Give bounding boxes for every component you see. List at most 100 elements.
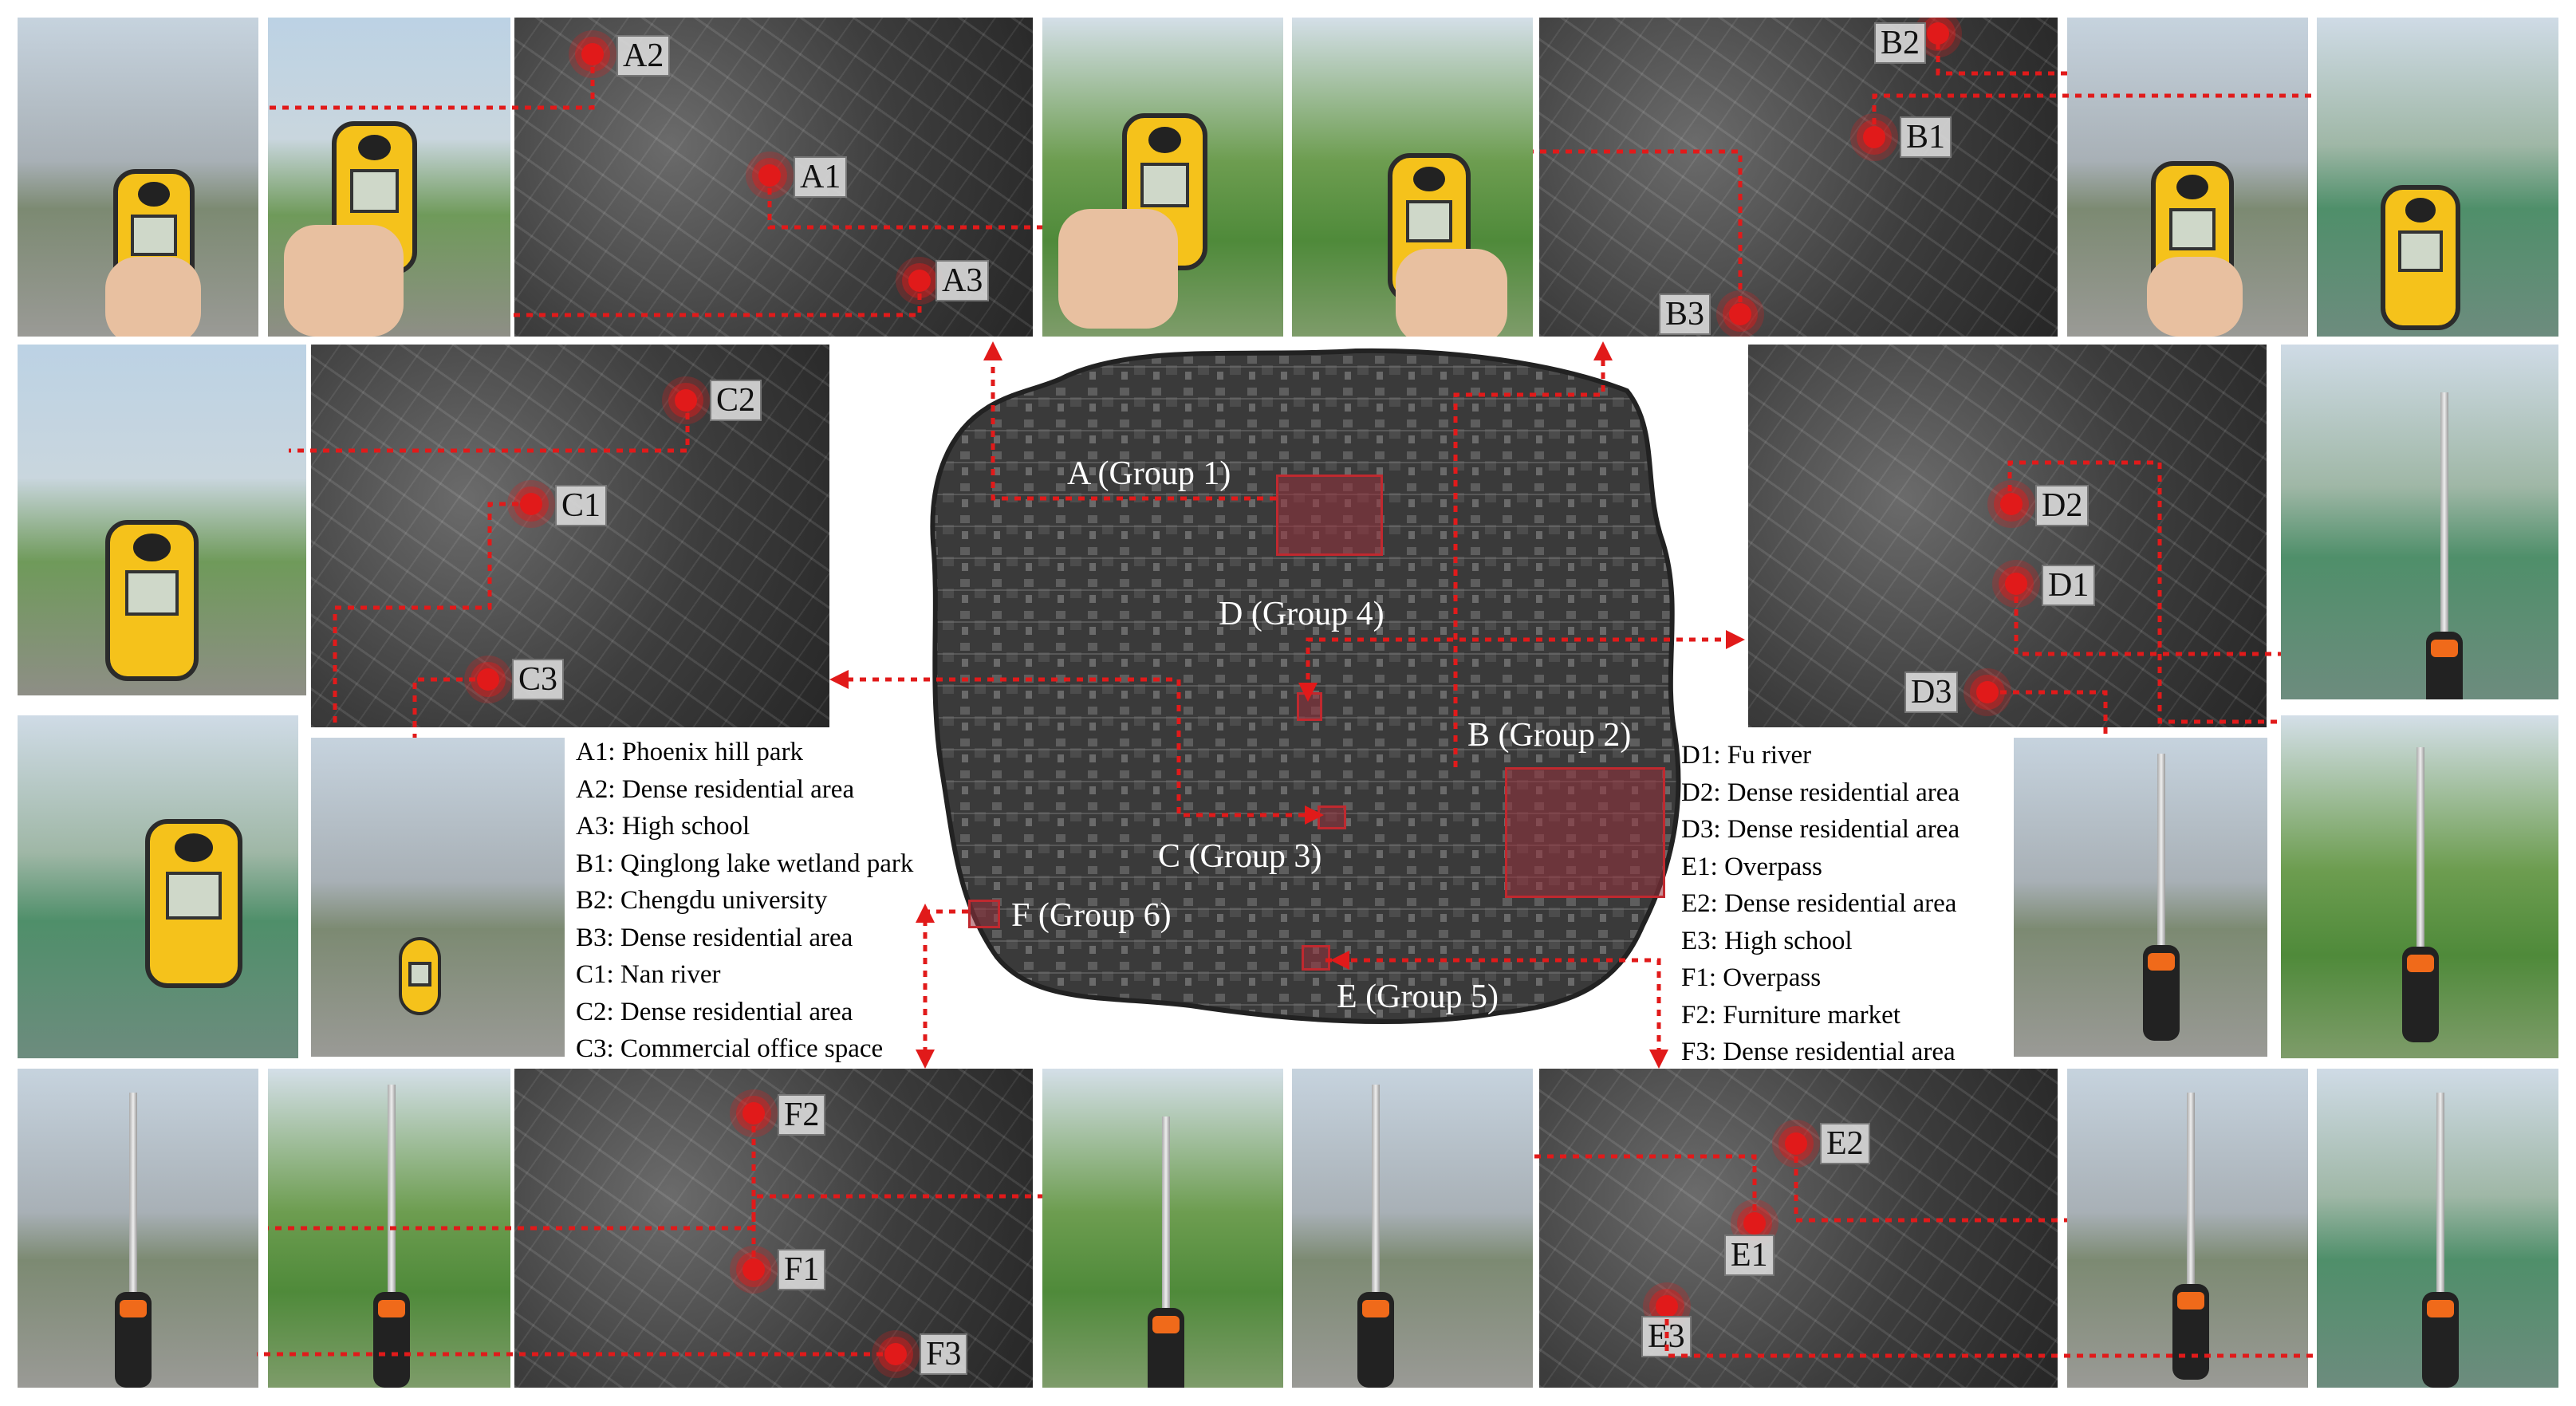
point-label-b2: B2 bbox=[1874, 22, 1927, 64]
arrow-c bbox=[829, 670, 849, 689]
satellite-map-group-b: B2 B1 B3 bbox=[1539, 18, 2058, 337]
legend-right: D1: Fu river D2: Dense residential area … bbox=[1681, 737, 1960, 1071]
hot-wire-probe-icon bbox=[2426, 392, 2463, 699]
point-label-a2: A2 bbox=[616, 35, 671, 77]
point-label-d2: D2 bbox=[2035, 485, 2090, 526]
satellite-map-group-d: D2 D1 D3 bbox=[1748, 345, 2267, 727]
photo-b3-site bbox=[1292, 18, 1533, 337]
legend-entry-a3: A3: High school bbox=[576, 812, 750, 841]
legend-entry-c2: C2: Dense residential area bbox=[576, 997, 853, 1026]
photo-e2-site bbox=[2067, 1069, 2308, 1388]
hand-icon bbox=[2147, 257, 2243, 337]
legend-entry-c1: C1: Nan river bbox=[576, 960, 721, 989]
arrow-b bbox=[1593, 341, 1613, 360]
point-label-e3: E3 bbox=[1641, 1316, 1692, 1357]
photo-f3-site bbox=[1042, 1069, 1283, 1388]
anemometer-icon bbox=[145, 819, 242, 988]
hot-wire-probe-icon bbox=[2143, 754, 2180, 1041]
point-label-b1: B1 bbox=[1900, 116, 1952, 158]
arrow-e bbox=[1649, 1050, 1668, 1069]
arrow-f-up bbox=[916, 904, 935, 923]
photo-f1-site bbox=[18, 1069, 258, 1388]
arrow-d bbox=[1726, 630, 1745, 649]
arrow-a bbox=[983, 341, 1002, 360]
group-label-a: A (Group 1) bbox=[1067, 455, 1231, 492]
point-label-f1: F1 bbox=[778, 1249, 826, 1290]
photo-e1-site bbox=[1292, 1069, 1533, 1388]
group-label-f: F (Group 6) bbox=[1011, 897, 1172, 934]
legend-entry-f2: F2: Furniture market bbox=[1681, 1000, 1900, 1030]
photo-d3-site bbox=[2014, 738, 2267, 1057]
group-label-d: D (Group 4) bbox=[1219, 596, 1385, 632]
legend-entry-a1: A1: Phoenix hill park bbox=[576, 738, 804, 766]
legend-entry-b3: B3: Dense residential area bbox=[576, 923, 853, 952]
point-label-b3: B3 bbox=[1659, 293, 1711, 335]
photo-e3-site bbox=[2317, 1069, 2558, 1388]
arrow-f bbox=[916, 1050, 935, 1069]
region-group-e bbox=[1302, 945, 1330, 971]
point-label-d1: D1 bbox=[2042, 565, 2096, 606]
point-label-e2: E2 bbox=[1820, 1123, 1870, 1164]
point-label-d3: D3 bbox=[1904, 671, 1959, 713]
hand-icon bbox=[1396, 249, 1507, 337]
arrow-e-region bbox=[1330, 951, 1349, 970]
legend-entry-a2: A2: Dense residential area bbox=[576, 774, 855, 804]
point-label-a3: A3 bbox=[935, 260, 990, 301]
hand-icon bbox=[105, 257, 201, 337]
legend-entry-c3: C3: Commercial office space bbox=[576, 1034, 884, 1063]
group-label-e: E (Group 5) bbox=[1337, 979, 1499, 1015]
legend-entry-e2: E2: Dense residential area bbox=[1681, 889, 1957, 918]
arrowheads bbox=[829, 341, 1745, 1069]
region-group-a bbox=[1276, 475, 1383, 556]
hot-wire-probe-icon bbox=[2402, 747, 2439, 1042]
region-group-f bbox=[968, 900, 1000, 928]
group-label-b: B (Group 2) bbox=[1467, 717, 1632, 754]
point-label-f3: F3 bbox=[920, 1333, 968, 1375]
legend-entry-d3: D3: Dense residential area bbox=[1681, 815, 1960, 844]
hot-wire-probe-icon bbox=[2172, 1093, 2209, 1380]
legend-entry-b1: B1: Qinglong lake wetland park bbox=[576, 849, 914, 878]
photo-b1-site bbox=[2317, 18, 2558, 337]
hot-wire-probe-icon bbox=[1357, 1085, 1394, 1388]
photo-a3-site bbox=[1042, 18, 1283, 337]
hot-wire-probe-icon bbox=[373, 1085, 410, 1388]
satellite-map-group-e: E2 E1 E3 bbox=[1539, 1069, 2058, 1388]
legend-entry-b2: B2: Chengdu university bbox=[576, 886, 828, 915]
satellite-map-group-f: F2 F1 F3 bbox=[514, 1069, 1033, 1388]
point-label-e1: E1 bbox=[1724, 1235, 1774, 1276]
photo-d2-site bbox=[2281, 715, 2558, 1058]
point-label-c1: C1 bbox=[555, 485, 608, 526]
point-label-f2: F2 bbox=[778, 1094, 826, 1136]
hot-wire-probe-icon bbox=[1148, 1117, 1184, 1388]
region-group-d bbox=[1297, 692, 1322, 721]
hot-wire-probe-icon bbox=[115, 1093, 152, 1388]
legend-left: A1: Phoenix hill park A2: Dense resident… bbox=[576, 734, 913, 1068]
group-label-c: C (Group 3) bbox=[1158, 838, 1322, 875]
satellite-map-group-a: A2 A1 A3 bbox=[514, 18, 1033, 337]
photo-d1-site bbox=[2281, 345, 2558, 699]
hand-icon bbox=[284, 225, 404, 337]
anemometer-icon bbox=[105, 520, 199, 681]
region-group-c bbox=[1318, 805, 1346, 829]
legend-entry-d1: D1: Fu river bbox=[1681, 741, 1812, 770]
hot-wire-probe-icon bbox=[2422, 1093, 2459, 1388]
photo-b2-site bbox=[2067, 18, 2308, 337]
point-label-c3: C3 bbox=[512, 659, 565, 700]
point-label-a1: A1 bbox=[794, 156, 848, 198]
legend-entry-f1: F1: Overpass bbox=[1681, 963, 1822, 992]
point-label-c2: C2 bbox=[710, 380, 762, 421]
legend-entry-e3: E3: High school bbox=[1681, 926, 1853, 955]
photo-c3-site bbox=[311, 738, 565, 1057]
anemometer-icon bbox=[399, 937, 441, 1015]
photo-c1-site bbox=[18, 345, 306, 695]
hand-icon bbox=[1058, 209, 1178, 329]
satellite-map-group-c: C2 C1 C3 bbox=[311, 345, 829, 727]
anemometer-icon bbox=[2381, 185, 2460, 330]
legend-entry-e1: E1: Overpass bbox=[1681, 852, 1822, 881]
photo-c2-site bbox=[18, 715, 298, 1058]
region-group-b bbox=[1505, 767, 1665, 898]
photo-a2-site bbox=[18, 18, 258, 337]
photo-a1-site bbox=[268, 18, 510, 337]
legend-entry-f3: F3: Dense residential area bbox=[1681, 1038, 1956, 1066]
photo-f2-site bbox=[268, 1069, 510, 1388]
